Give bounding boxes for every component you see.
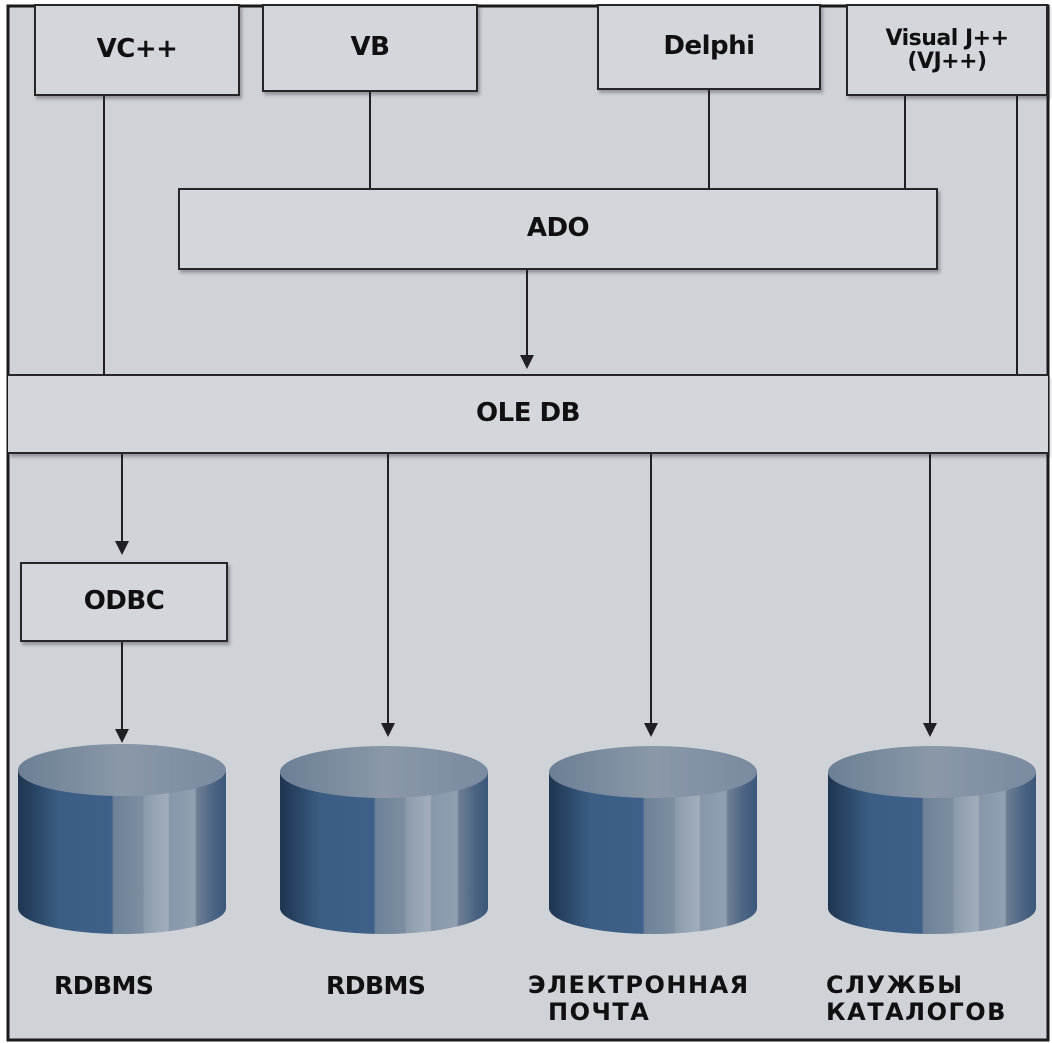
datastore-label-4-line1: СЛУЖБЫ <box>826 971 964 999</box>
datastore-cylinder-2 <box>280 746 488 934</box>
datastore-label-1: RDBMS <box>54 971 154 1000</box>
oledb-label: OLE DB <box>476 398 580 429</box>
vb-box: VB <box>262 4 478 92</box>
datastore-label-2-line1: RDBMS <box>326 971 426 1000</box>
odbc-box: ODBC <box>20 562 228 642</box>
vjpp-label-line2: (VJ++) <box>907 49 987 74</box>
vb-label: VB <box>350 32 390 63</box>
vjpp-label: Visual J++ (VJ++) <box>885 25 1009 74</box>
datastore-label-4-line2: КАТАЛОГОВ <box>826 997 1007 1026</box>
odbc-label: ODBC <box>83 586 165 617</box>
ado-box: ADO <box>178 188 938 270</box>
vjpp-box: Visual J++ (VJ++) <box>846 4 1048 96</box>
datastore-label-2: RDBMS <box>326 971 426 1000</box>
vcpp-label: VC++ <box>96 34 178 65</box>
vcpp-box: VC++ <box>34 4 240 96</box>
oledb-bar: OLE DB <box>8 374 1048 454</box>
ado-label: ADO <box>526 213 590 244</box>
vjpp-label-line1: Visual J++ <box>885 25 1009 51</box>
datastore-label-3: ЭЛЕКТРОННАЯ ПОЧТА <box>528 972 750 1026</box>
datastore-label-4: СЛУЖБЫ КАТАЛОГОВ <box>826 972 1007 1026</box>
delphi-box: Delphi <box>597 4 821 90</box>
datastore-label-3-line2: ПОЧТА <box>548 997 651 1026</box>
datastore-label-3-line1: ЭЛЕКТРОННАЯ <box>528 971 750 999</box>
outer-border <box>6 4 1050 1042</box>
datastore-cylinder-4 <box>828 746 1036 934</box>
datastore-cylinder-3 <box>549 746 757 934</box>
delphi-label: Delphi <box>663 31 755 62</box>
datastore-cylinder-1 <box>18 744 226 934</box>
datastore-label-1-line1: RDBMS <box>54 971 154 1000</box>
